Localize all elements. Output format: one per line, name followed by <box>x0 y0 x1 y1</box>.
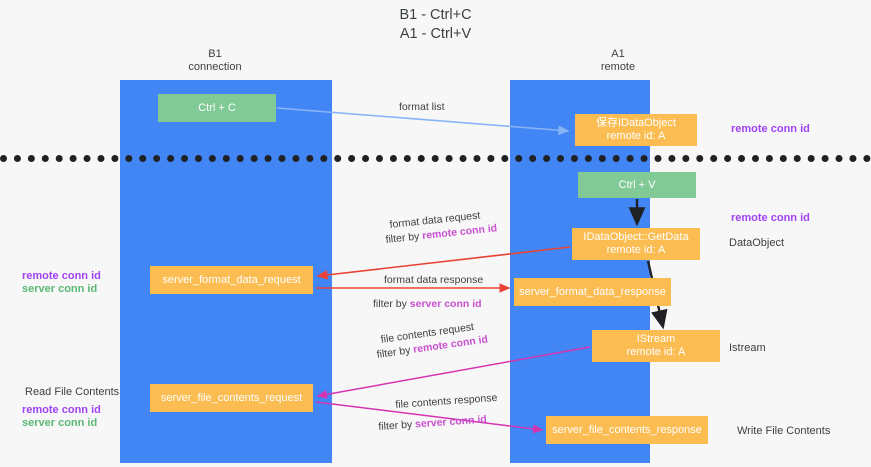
edge-label-format-data-response: format data response <box>384 274 484 286</box>
page-title: B1 - Ctrl+C A1 - Ctrl+V <box>399 7 472 42</box>
annotation-right-top-remote-conn-id: remote conn id <box>731 123 810 135</box>
column-header-a1: A1 remote <box>600 48 636 73</box>
filter-prefix: filter by <box>385 230 423 246</box>
connector-format-list <box>276 107 570 136</box>
edge-label-format-data-response-filter: filter by server conn id <box>373 298 482 311</box>
box-idataobject-getdata[interactable]: IDataObject::GetData remote id: A <box>572 228 700 260</box>
annotation-dataobject: DataObject <box>729 237 785 249</box>
filter-prefix: filter by <box>373 298 410 310</box>
box-server-format-data-response[interactable]: server_format_data_response <box>514 278 671 306</box>
connector-file-contents-response <box>315 401 544 434</box>
filter-token-server-conn-id: server conn id <box>409 298 482 310</box>
connector-format-data-request <box>316 246 571 280</box>
column-header-b1: B1 connection <box>188 48 242 73</box>
annotation-right-mid-remote-conn-id: remote conn id <box>731 212 810 224</box>
box-server-file-contents-response[interactable]: server_file_contents_response <box>546 416 708 444</box>
annotation-write-file-contents: Write File Contents <box>737 425 831 437</box>
annotation-read-file-contents: Read File Contents <box>25 386 120 398</box>
edge-label-format-list: format list <box>399 101 445 113</box>
annotation-left-bottom-server-conn-id: server conn id <box>22 417 98 429</box>
filter-prefix: filter by <box>378 418 416 433</box>
annotation-istream: Istream <box>729 342 766 354</box>
annotation-left-mid-remote-conn-id: remote conn id <box>22 270 101 282</box>
box-idataobject[interactable]: 保存IDataObject remote id: A <box>575 114 697 146</box>
box-server-file-contents-request[interactable]: server_file_contents_request <box>150 384 313 412</box>
box-server-format-data-request[interactable]: server_format_data_request <box>150 266 313 294</box>
annotation-left-bottom-remote-conn-id: remote conn id <box>22 404 101 416</box>
connector-file-contents-request <box>316 346 591 399</box>
box-istream[interactable]: IStream remote id: A <box>592 330 720 362</box>
box-ctrl-c[interactable]: Ctrl + C <box>158 94 276 122</box>
phase-divider <box>0 155 871 162</box>
box-ctrl-v[interactable]: Ctrl + V <box>578 172 696 198</box>
annotation-left-mid-server-conn-id: server conn id <box>22 283 98 295</box>
